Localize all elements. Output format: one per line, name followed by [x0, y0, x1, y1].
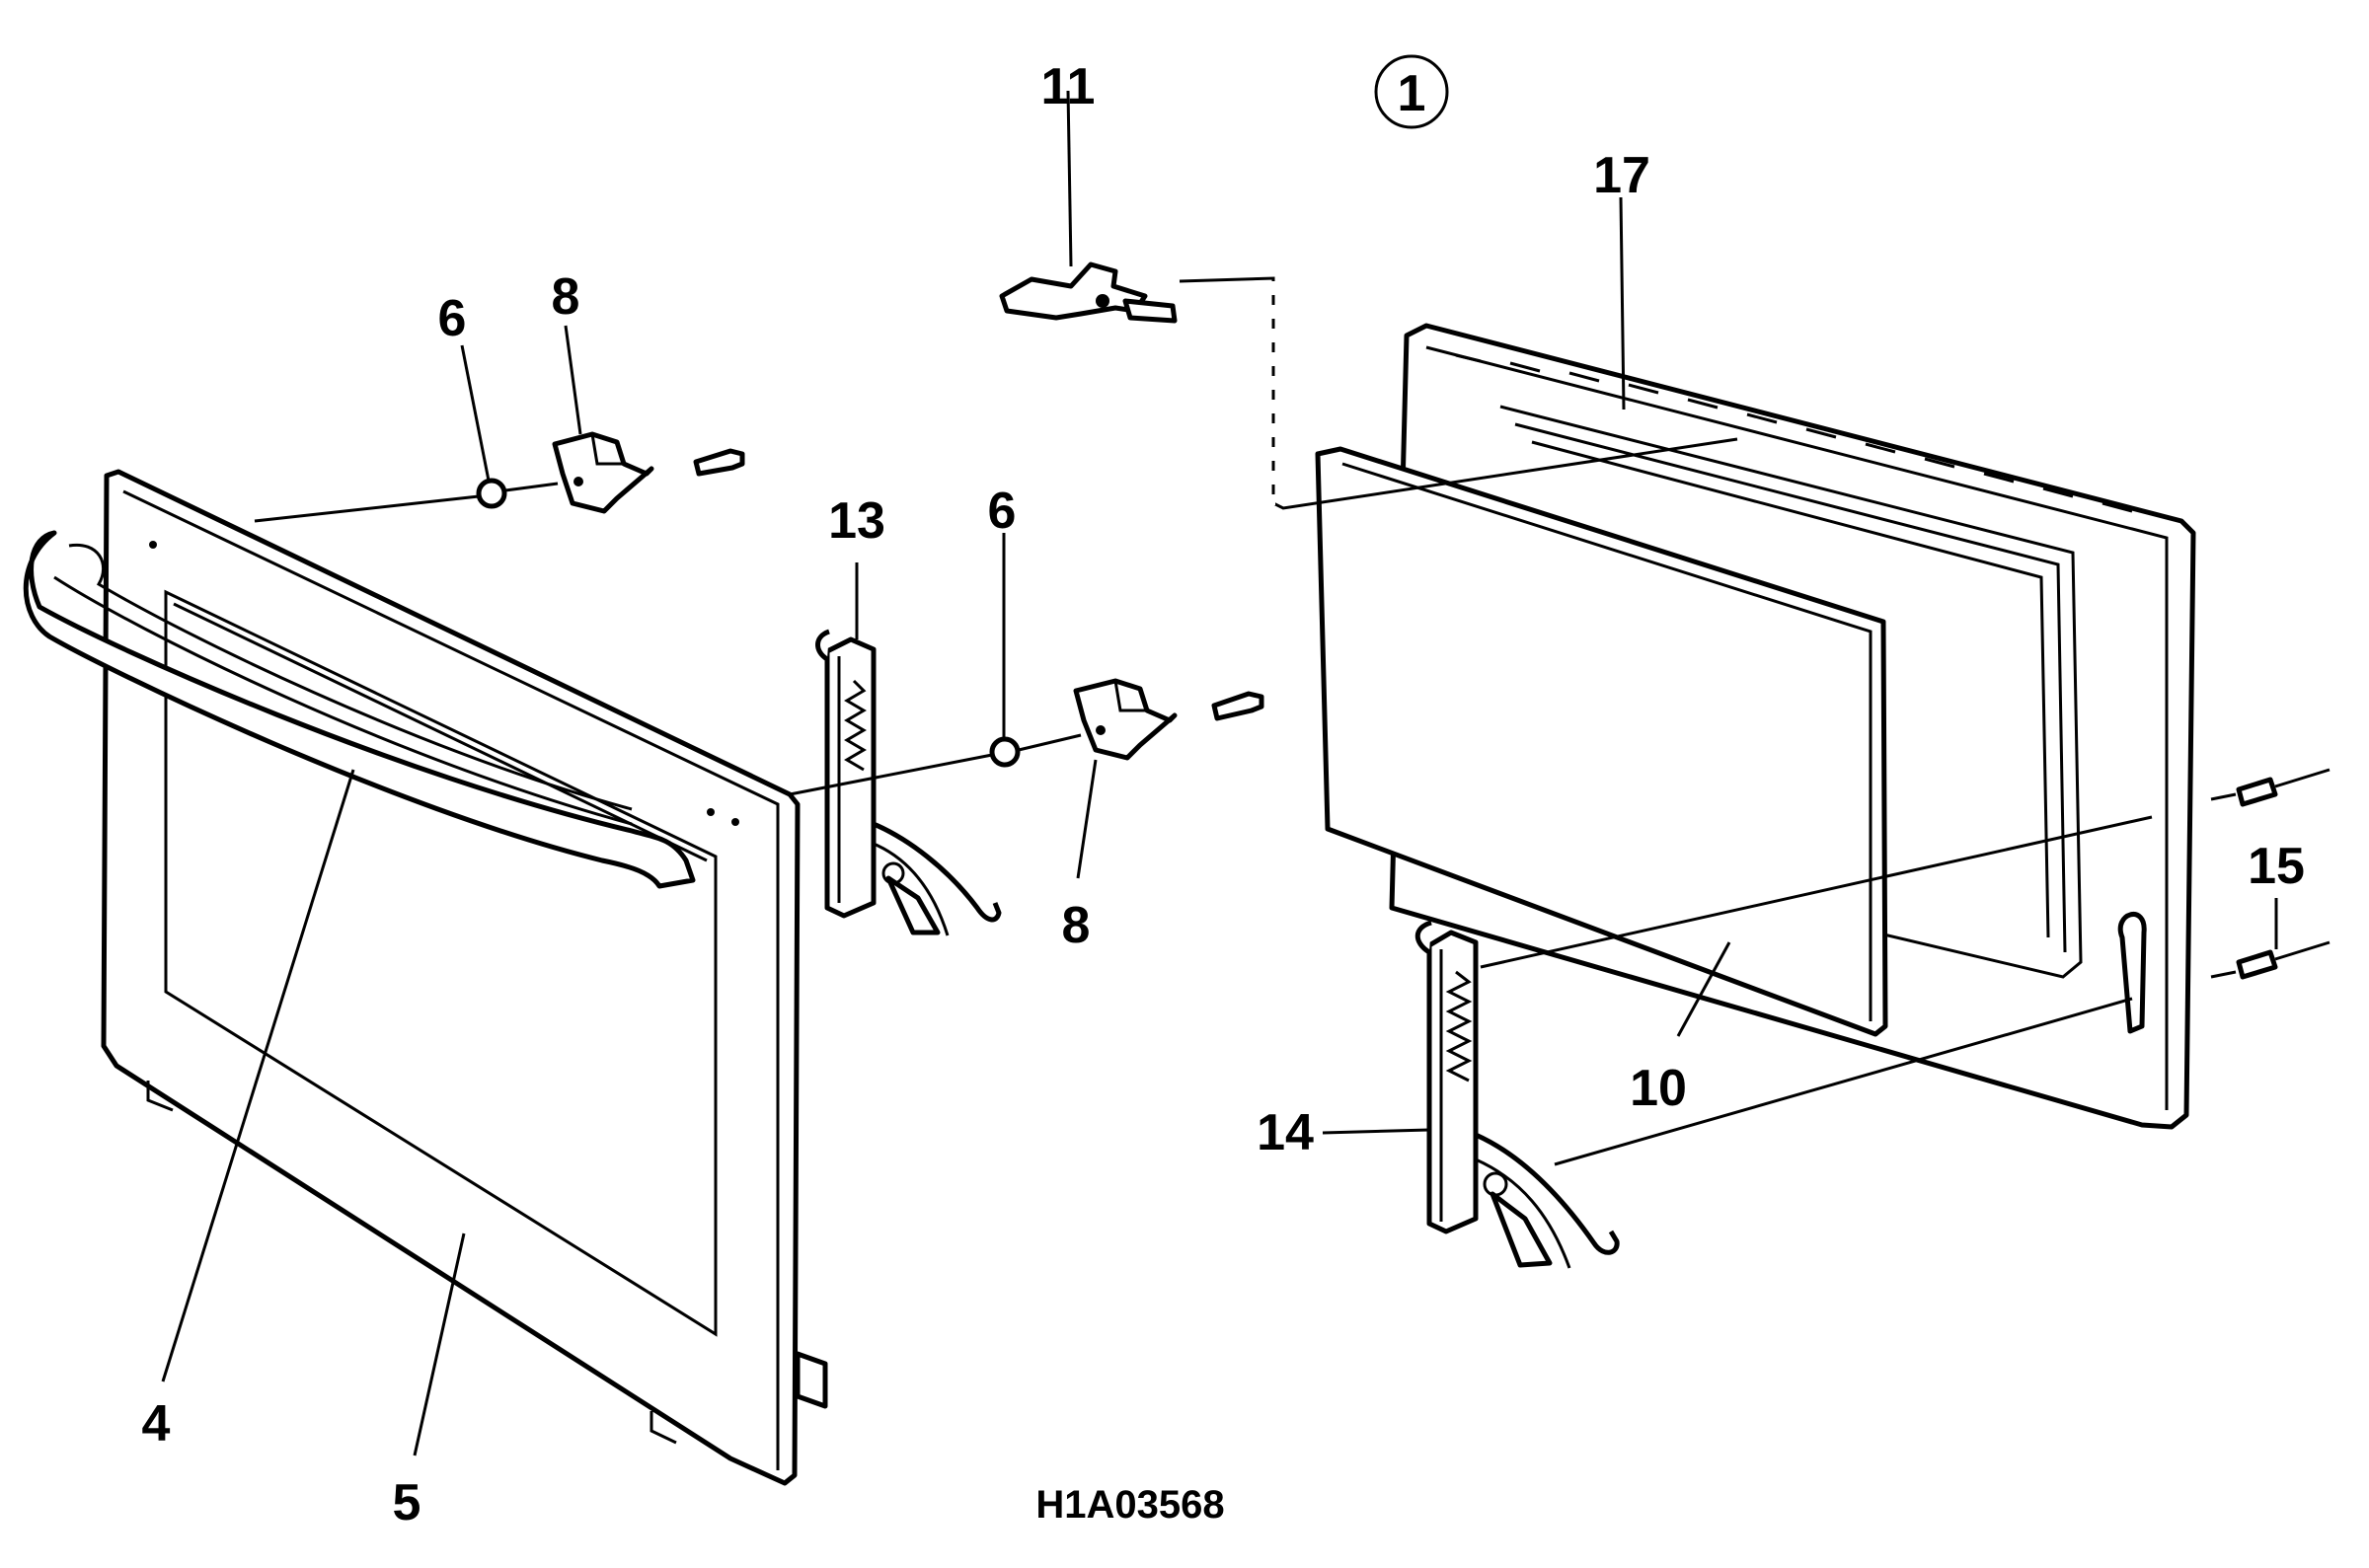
callout-11: 11	[1041, 58, 1096, 115]
glass-pane	[1315, 446, 1888, 1037]
callout-4: 4	[142, 1395, 171, 1453]
bracket-top	[999, 261, 1178, 324]
callout-8-upper: 8	[552, 268, 580, 326]
callout-17: 17	[1593, 147, 1650, 204]
nut-upper	[476, 478, 507, 509]
callout-5: 5	[393, 1474, 421, 1531]
group-label: 1	[1398, 65, 1426, 122]
hinge-right	[1414, 920, 1620, 1269]
callout-8-lower: 8	[1062, 897, 1091, 954]
screw-upper	[2236, 768, 2331, 807]
callout-13: 13	[828, 492, 885, 550]
door-catch-lower	[1073, 678, 1264, 761]
door-catch-upper	[552, 431, 745, 514]
nut-lower	[989, 736, 1021, 768]
group-marker	[1374, 54, 1449, 129]
callout-6-upper: 6	[438, 290, 467, 347]
callout-6-lower: 6	[988, 483, 1017, 540]
drawing-code: H1A03568	[1035, 1483, 1224, 1527]
screw-lower	[2236, 940, 2331, 980]
callout-14: 14	[1257, 1104, 1314, 1161]
callout-15: 15	[2248, 838, 2305, 895]
assembly-lines	[254, 276, 2237, 1166]
door-handle	[23, 530, 696, 889]
callout-10: 10	[1630, 1060, 1687, 1117]
hinge-left	[815, 629, 1002, 936]
outer-door-panel	[101, 469, 828, 1486]
callout-leaders	[161, 90, 2278, 1456]
